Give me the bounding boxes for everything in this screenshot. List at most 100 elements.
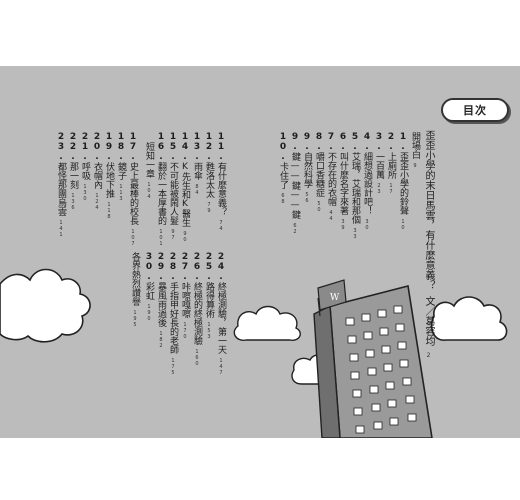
toc-entry[interactable]: 30.彩虹190 — [144, 252, 154, 322]
book-spread: W 目次 歪歪小學的末日馬雲，有什麼意義？文／葛容均2 開場白9 1.歪歪小學的… — [0, 66, 520, 438]
entry-page: 130 — [82, 184, 88, 202]
toc-entry[interactable]: 29.暴風雨過後182 — [156, 252, 166, 349]
entry-number: 17. — [128, 132, 138, 162]
toc-entry[interactable]: 4.細想過設計吧！ 30 — [362, 132, 372, 231]
entry-number: 14. — [180, 132, 190, 162]
toc-entry[interactable]: 15.不可能被鬧人髮97 — [168, 132, 178, 241]
toc-entry[interactable]: 27.咔嚓嘎嚓170 — [180, 252, 190, 340]
cloud-middle-icon — [233, 305, 301, 341]
entry-title: 一百萬 — [374, 152, 384, 179]
entry-number: 20. — [92, 132, 102, 162]
entry-page: 97 — [170, 229, 176, 241]
toc-entry[interactable]: 各界熱烈讚譽195 — [130, 252, 140, 328]
toc-entry[interactable]: 10.卡住了68 — [278, 132, 288, 205]
svg-text:W: W — [330, 293, 340, 303]
entry-page: 182 — [158, 331, 164, 349]
toc-entry[interactable]: 2.上廁所17 — [386, 132, 396, 195]
entry-title: 終極的終極測驗 — [192, 282, 202, 345]
entry-page: 107 — [130, 229, 136, 247]
toc-entry[interactable]: 22.那一刻136 — [68, 132, 78, 211]
entry-number: 22. — [68, 132, 78, 162]
toc-entry[interactable]: 9.自然科學56 — [302, 132, 312, 204]
entry-title: 嚼口香糖症 — [314, 152, 324, 197]
toc-entry[interactable]: 開場白 9 — [410, 132, 420, 169]
entry-page: 101 — [158, 229, 164, 247]
entry-title: 鏡子 — [116, 162, 126, 180]
toc-entry[interactable]: 3.一百萬 23 — [374, 132, 384, 195]
entry-page: 56 — [304, 192, 310, 204]
entry-title: 翻於一本厚書的 — [156, 162, 166, 225]
entry-page: 10 — [400, 219, 406, 231]
entry-page: 147 — [218, 358, 224, 376]
toc-subtitle-text: 歪歪小學的末日馬雲，有什麼意義？ — [423, 130, 434, 290]
entry-page: 104 — [146, 182, 152, 200]
toc-entry[interactable]: 12.甦洛太太 79 — [204, 132, 214, 214]
cloud-right-icon — [430, 296, 508, 341]
entry-page: 153 — [206, 322, 212, 340]
toc-entry[interactable]: 17.史上最棒的校長 107 — [128, 132, 138, 247]
entry-number: 2. — [386, 132, 396, 152]
toc-entry[interactable]: 6.叫什麼名字來著39 — [338, 132, 348, 231]
toc-entry[interactable]: 13.雨傘84 — [192, 132, 202, 196]
toc-entry[interactable]: 9.鍵——鍵——鍵62 — [290, 132, 300, 235]
entry-title: 甦洛太太 — [204, 162, 214, 198]
toc-entry[interactable]: 短知一章104 — [144, 142, 154, 200]
entry-title: 自然科學 — [302, 152, 312, 188]
toc-entry[interactable]: 8.嚼口香糖症50 — [314, 132, 324, 213]
entry-title: 開場白 — [410, 132, 420, 159]
entry-title: 呼吸 — [80, 162, 90, 180]
toc-entry[interactable]: 11.有什麼意義？74 — [216, 132, 226, 232]
entry-page: 175 — [170, 358, 176, 376]
toc-entry[interactable]: 5.艾瑞，艾瑞和那個33 — [350, 132, 360, 240]
entry-page: 17 — [388, 183, 394, 195]
entry-page: 30 — [364, 219, 370, 231]
entry-number: 11. — [216, 132, 226, 162]
entry-title: 歪歪小學的鈴聲 — [398, 152, 408, 215]
entry-number: 16. — [156, 132, 166, 162]
entry-title: 路得算術 — [204, 282, 214, 318]
entry-page: 62 — [292, 223, 298, 235]
entry-number: 3. — [374, 132, 384, 152]
entry-page: 118 — [106, 202, 112, 220]
toc-title: 目次 — [463, 104, 487, 117]
toc-entry[interactable]: 1.歪歪小學的鈴聲10 — [398, 132, 408, 231]
entry-page: 39 — [340, 219, 346, 231]
toc-entry[interactable]: 21.呼吸 130 — [80, 132, 90, 202]
toc-entry[interactable]: 7.不存在的衣帽44 — [326, 132, 336, 222]
entry-number: 8. — [314, 132, 324, 152]
entry-title: 手指甲好長的老師 — [168, 282, 178, 354]
toc-entry[interactable]: 20.衣帽內124 — [92, 132, 102, 211]
entry-title: 伏地下推 — [104, 162, 114, 198]
entry-title: 彩虹 — [144, 282, 154, 300]
entry-number: 4. — [362, 132, 372, 152]
entry-title: 都怪那團烏雲 — [56, 162, 66, 216]
toc-entry[interactable]: 26.終極的終極測驗160 — [192, 252, 202, 367]
entry-number: 19. — [104, 132, 114, 162]
entry-number: 21. — [80, 132, 90, 162]
entry-page: 9 — [412, 163, 418, 169]
entry-title: 叫什麼名字來著 — [338, 152, 348, 215]
toc-entry[interactable]: 16.翻於一本厚書的 101 — [156, 132, 166, 247]
toc-entry[interactable]: 18.鏡子113 — [116, 132, 126, 202]
illustration: W — [0, 268, 508, 438]
toc-entry[interactable]: 23.都怪那團烏雲141 — [56, 132, 66, 238]
toc-entry[interactable]: 28.手指甲好長的老師175 — [168, 252, 178, 376]
toc-entry[interactable]: 24.終極測驗，第一天147 — [216, 252, 226, 376]
entry-number: 26. — [192, 252, 202, 282]
entry-title: 細想過設計吧！ — [362, 152, 372, 215]
entry-page: 124 — [94, 193, 100, 211]
entry-page: 44 — [328, 210, 334, 222]
entry-title: 史上最棒的校長 — [128, 162, 138, 225]
toc-entry[interactable]: 14.K先生和K醫生90 — [180, 132, 190, 243]
entry-title: 雨傘 — [192, 162, 202, 180]
entry-title: 艾瑞，艾瑞和那個 — [350, 152, 360, 224]
entry-title: 鍵——鍵——鍵 — [290, 152, 300, 219]
entry-page: 23 — [376, 183, 382, 195]
entry-number: 27. — [180, 252, 190, 282]
entry-title: 卡住了 — [278, 162, 288, 189]
entry-page: 79 — [206, 202, 212, 214]
entry-number: 12. — [204, 132, 214, 162]
toc-entry[interactable]: 25.路得算術153 — [204, 252, 214, 340]
toc-entry[interactable]: 19.伏地下推 118 — [104, 132, 114, 220]
entry-page: 74 — [218, 220, 224, 232]
